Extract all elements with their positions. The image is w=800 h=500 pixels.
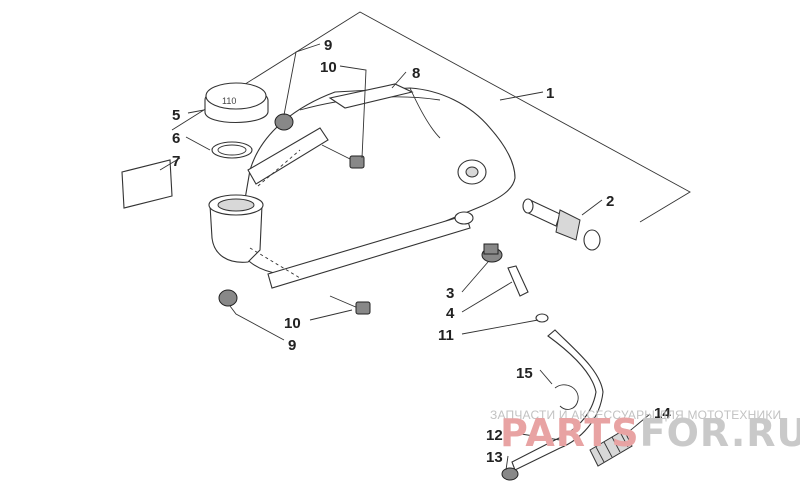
heat-shield-strip [328, 83, 414, 109]
fuel-cap-top [205, 82, 267, 110]
outlet-bushing [481, 243, 503, 263]
grommet-upper [274, 113, 294, 131]
callout-13: 13 [486, 449, 503, 466]
watermark-logo-part1: PARTS [500, 411, 640, 455]
hose-clamp-upper [535, 313, 549, 323]
tank-upper-bracket [247, 127, 329, 185]
callout-8: 8 [412, 65, 420, 82]
tank-lower-bracket [267, 214, 471, 289]
watermark-logo: PARTSFOR.RU [500, 411, 800, 455]
callout-15: 15 [516, 365, 533, 382]
gasket-ring-inner [217, 144, 247, 156]
bolt-upper [321, 144, 365, 169]
fuel-valve [522, 198, 601, 251]
watermark-tagline: ЗАПЧАСТИ И АКСЕССУАРЫ ДЛЯ МОТОТЕХНИКИ [490, 408, 781, 422]
callout-12: 12 [486, 427, 503, 444]
fuel-cap-text: 110 [222, 96, 236, 106]
callout-3: 3 [446, 285, 454, 302]
callout-10-upper: 10 [320, 59, 337, 76]
tank-outlet-boss [454, 211, 474, 225]
tank-side-boss-hole [465, 166, 479, 178]
watermark-logo-part2: FOR.RU [640, 411, 800, 455]
filler-neck [209, 204, 263, 263]
hose-fitting [507, 265, 529, 297]
callout-11: 11 [438, 327, 454, 344]
callout-4: 4 [446, 305, 455, 322]
callout-2: 2 [606, 193, 614, 210]
bolt-lower [329, 295, 371, 315]
callout-9-lower: 9 [288, 337, 296, 354]
callout-1: 1 [546, 85, 554, 102]
callout-9-upper: 9 [324, 37, 332, 54]
leader-lines [159, 43, 651, 471]
callout-7: 7 [172, 153, 180, 170]
callout-14: 14 [654, 405, 671, 422]
callout-5: 5 [172, 107, 180, 124]
label-plate [121, 159, 173, 209]
grommet-lower [218, 289, 238, 307]
fuel-hose [511, 329, 604, 471]
assembly-frame [171, 11, 691, 223]
callout-6: 6 [172, 130, 180, 147]
gasket-ring [211, 141, 253, 159]
filler-neck-opening [217, 198, 255, 212]
callout-10-lower: 10 [284, 315, 301, 332]
hose-clamp-lower [501, 467, 519, 481]
hose-clip [554, 384, 579, 410]
spiral-guard [589, 429, 633, 467]
